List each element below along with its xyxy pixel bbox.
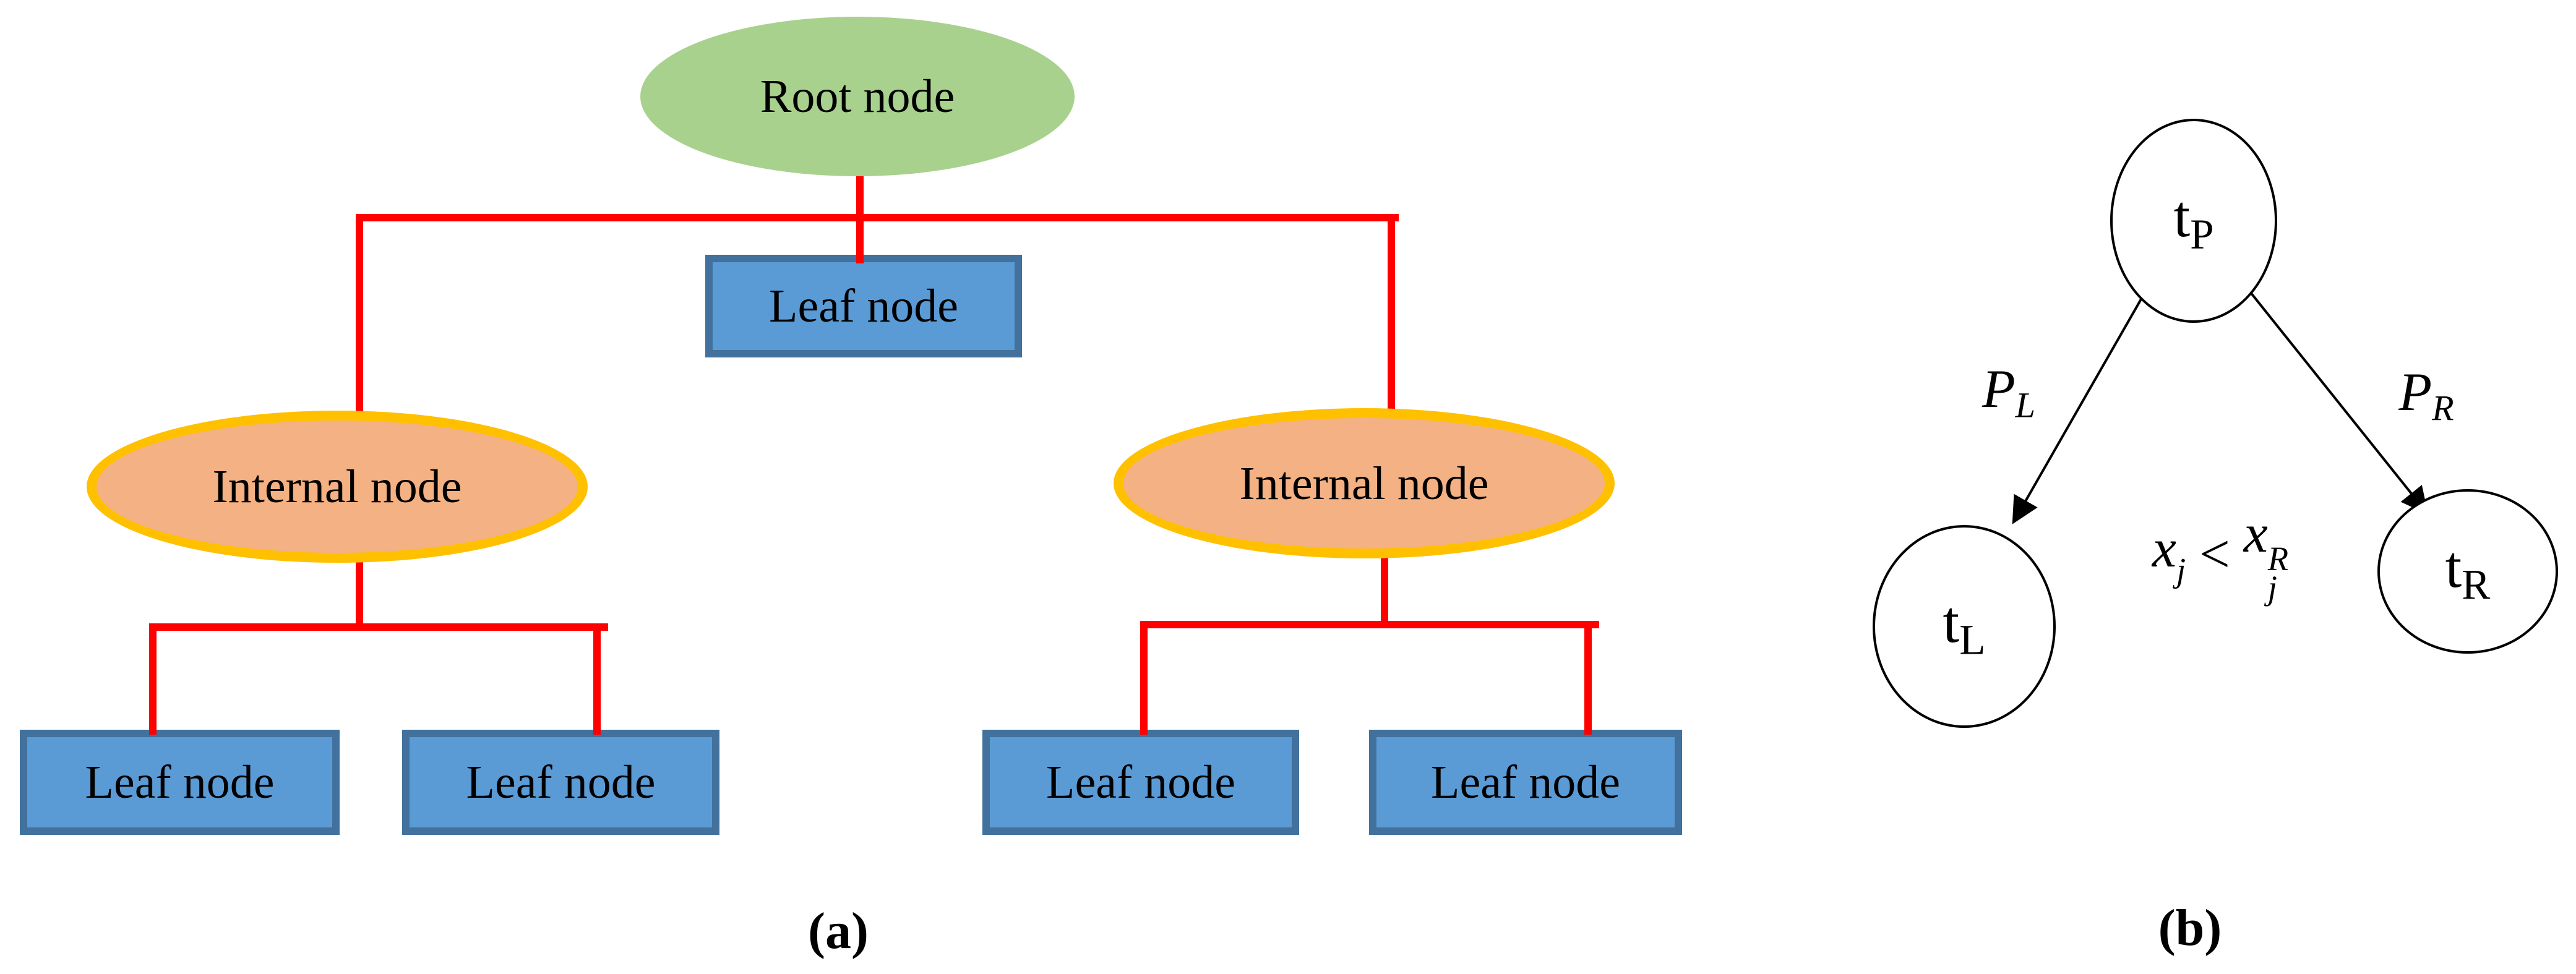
connector-internal-left-down (356, 557, 363, 628)
leaf-node-rect-4: Leaf node (1369, 730, 1682, 835)
left-child-node-label: tL (1943, 588, 1986, 664)
condition-operator: < (2199, 524, 2230, 584)
leaf-node-rect-1: Leaf node (20, 730, 340, 835)
left-branch-arrow (2012, 289, 2148, 524)
connector-top-horizontal (356, 214, 1399, 221)
leaf-node-label: Leaf node (85, 756, 275, 808)
connector-left-bar (149, 623, 608, 631)
root-node-ellipse: Root node (640, 17, 1075, 176)
leaf-node-label: Leaf node (1046, 756, 1235, 808)
caption-a-text: (a) (808, 902, 869, 960)
right-child-node-circle: tR (2377, 489, 2558, 654)
connector-left-bar-drop-2 (593, 623, 601, 735)
parent-node-circle: tP (2110, 119, 2277, 323)
caption-a: (a) (715, 891, 962, 971)
left-child-node-circle: tL (1873, 525, 2056, 728)
root-node-label: Root node (760, 70, 955, 122)
connector-left-drop (356, 214, 363, 416)
internal-node-right-ellipse: Internal node (1114, 408, 1615, 558)
right-branch-probability-label: PR (2398, 362, 2454, 429)
leaf-node-label: Leaf node (769, 280, 958, 332)
caption-b-text: (b) (2158, 899, 2222, 957)
parent-node-label: tP (2173, 182, 2214, 258)
internal-node-label: Internal node (212, 461, 462, 513)
right-child-node-label: tR (2445, 533, 2491, 609)
connector-left-bar-drop-1 (149, 623, 157, 735)
caption-b: (b) (2066, 887, 2314, 968)
leaf-node-top-rect: Leaf node (705, 255, 1022, 357)
connector-right-drop (1388, 214, 1395, 412)
leaf-node-label: Leaf node (466, 756, 656, 808)
internal-node-label: Internal node (1239, 457, 1489, 510)
leaf-node-rect-3: Leaf node (982, 730, 1299, 835)
connector-internal-right-down (1381, 554, 1388, 626)
connector-right-bar-drop-2 (1584, 621, 1592, 735)
leaf-node-label: Leaf node (1431, 756, 1620, 808)
right-branch-arrow (2247, 288, 2429, 515)
leaf-node-rect-2: Leaf node (402, 730, 719, 835)
connector-right-bar-drop-1 (1140, 621, 1148, 735)
connector-right-bar (1140, 621, 1599, 628)
left-branch-probability-label: PL (1981, 359, 2036, 425)
internal-node-left-ellipse: Internal node (87, 411, 588, 563)
condition-lhs: xj (2152, 518, 2186, 589)
